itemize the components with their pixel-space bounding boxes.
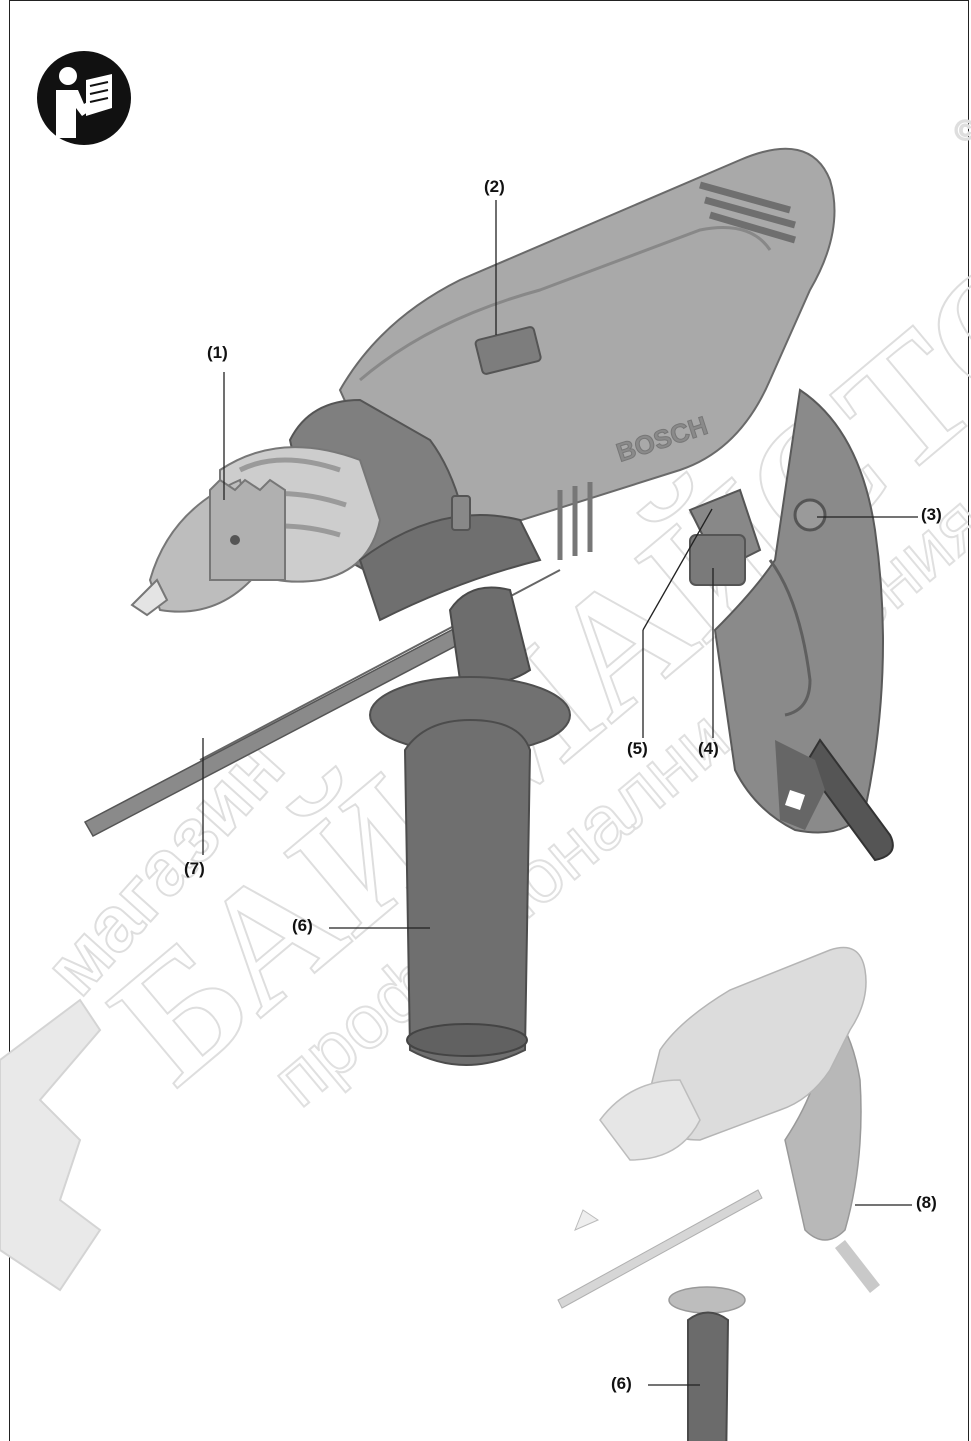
callout-1: (1) [207,343,228,362]
small-drill [557,946,880,1441]
callout-2: (2) [484,177,505,196]
callout-4: (4) [698,739,719,758]
callout-3: (3) [921,505,942,524]
page-frame [9,0,969,1441]
callout-5: (5) [627,739,648,758]
watermark-mark: © [955,115,971,146]
watermark-logo [0,998,102,1292]
callout-6-small: (6) [611,1374,632,1393]
callout-8: (8) [916,1193,937,1212]
callout-6-main: (6) [292,916,313,935]
read-manual-icon [37,51,131,145]
callout-7: (7) [184,859,205,878]
leader-lines [202,200,918,1386]
main-drill: BOSCH [83,147,894,1066]
